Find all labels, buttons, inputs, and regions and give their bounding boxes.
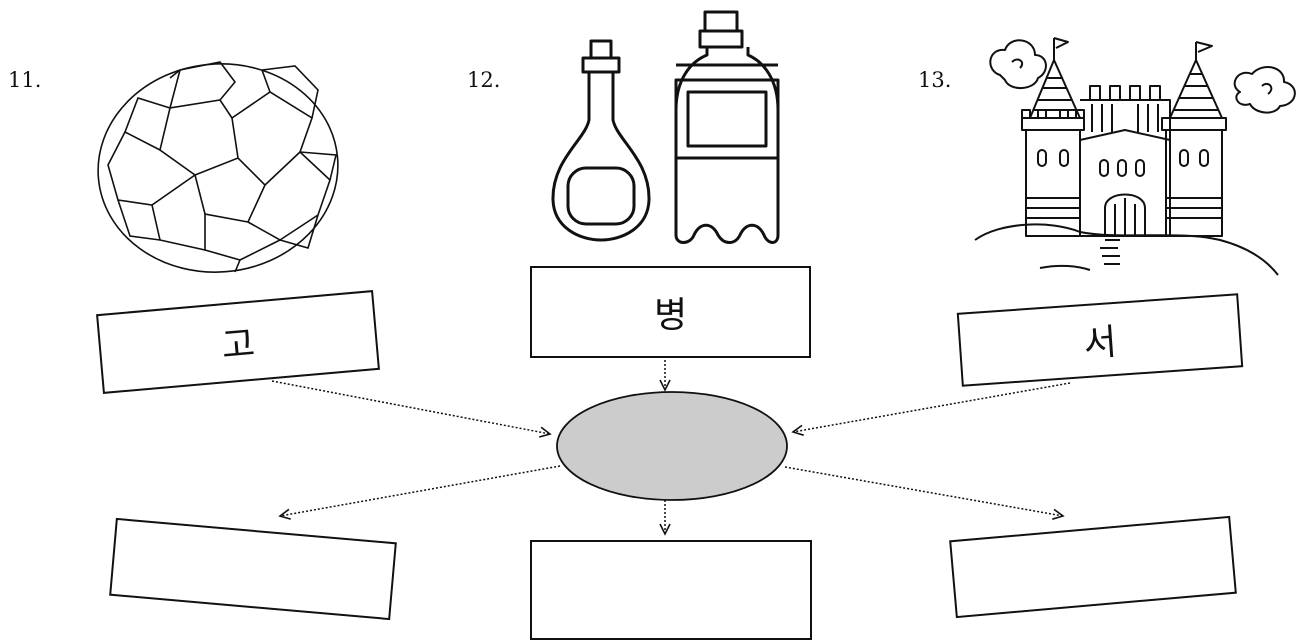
hint-syllable-13: 서 xyxy=(1082,321,1119,366)
hint-syllable-12: 병 xyxy=(653,295,688,336)
center-oval-label[interactable] xyxy=(612,428,732,464)
answer-box-12[interactable] xyxy=(530,540,812,640)
arrow-center-to-bottom-right xyxy=(784,466,1065,520)
center-oval xyxy=(556,391,788,501)
hint-box-12[interactable]: 병 xyxy=(530,266,811,358)
problem-number-12: 12. xyxy=(467,68,501,92)
hint-syllable-11: 고 xyxy=(220,323,257,368)
arrow-left-to-center xyxy=(271,380,552,438)
problem-number-11: 11. xyxy=(8,68,42,92)
arrow-center-to-bottom-left xyxy=(278,465,561,520)
problem-number-13: 13. xyxy=(918,68,952,92)
arrow-right-to-center xyxy=(791,382,1071,436)
